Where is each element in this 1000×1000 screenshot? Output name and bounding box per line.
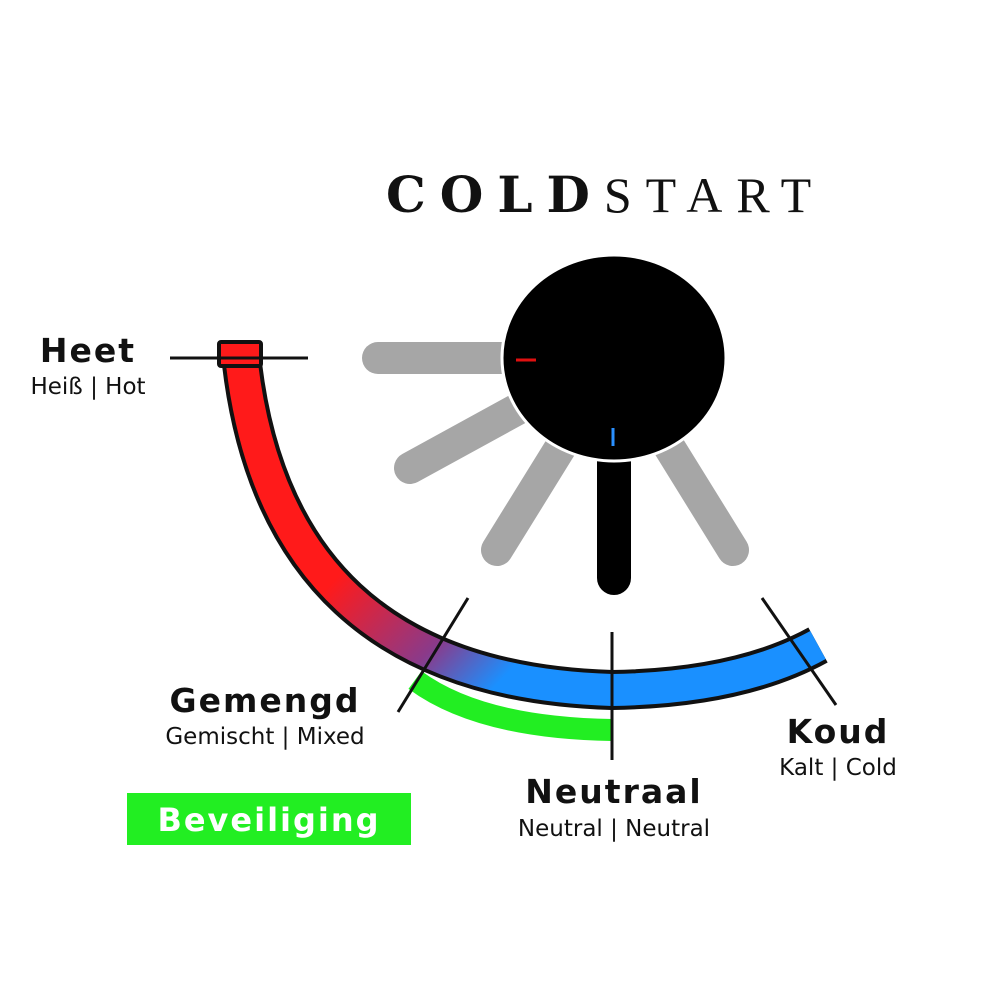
label-neutral: Neutraal (525, 772, 702, 811)
temperature-arc (224, 343, 826, 707)
sublabel-hot: Heiß | Hot (30, 374, 145, 400)
title-bold: COLD (386, 165, 604, 224)
title: COLDSTART (386, 165, 825, 224)
title-light: START (604, 167, 825, 223)
sublabel-neutral: Neutral | Neutral (518, 816, 710, 842)
tick-cold (760, 597, 838, 706)
mixer-knob (500, 253, 728, 463)
sublabel-cold: Kalt | Cold (779, 755, 897, 781)
safety-badge-label: Beveiliging (157, 801, 380, 839)
label-cold: Koud (787, 712, 890, 751)
safety-zone-arc (408, 671, 613, 741)
tick-mixed (396, 597, 470, 713)
sublabel-mixed: Gemischt | Mixed (165, 724, 364, 750)
handle-position-cold (652, 429, 749, 566)
label-mixed: Gemengd (170, 681, 361, 720)
label-hot: Heet (40, 331, 136, 370)
handle-position-mixed (481, 429, 578, 566)
safety-badge (127, 793, 411, 845)
handle-position-upper-mixed (394, 389, 541, 484)
hot-end-cap (217, 340, 263, 368)
